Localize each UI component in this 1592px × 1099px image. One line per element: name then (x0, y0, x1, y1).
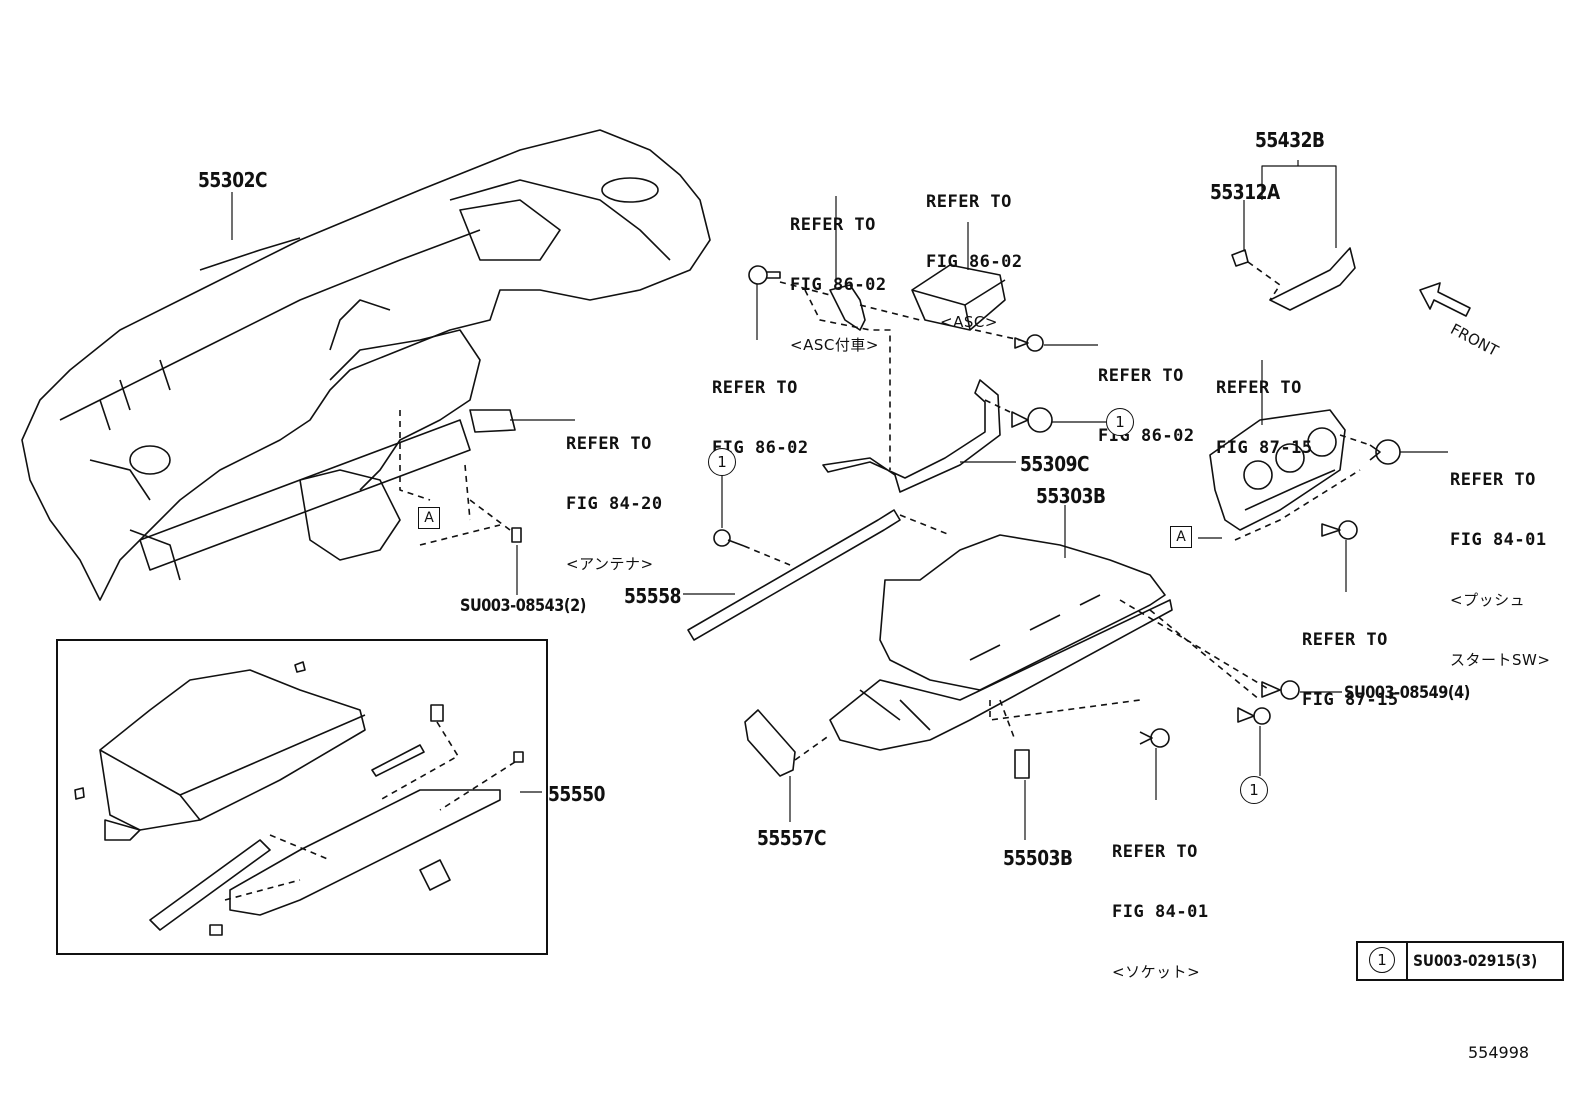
glovebox-inset-drawing (74, 661, 524, 936)
fastener-legend: 1 SU003-02915(3) (1356, 941, 1564, 981)
legend-part-number: SU003-02915(3) (1413, 951, 1538, 970)
callout-marker: 1 (1106, 408, 1134, 436)
part-label-55550: 55550 (548, 782, 606, 806)
ref-bolt-right: REFER TO FIG 86-02 (1098, 366, 1195, 446)
reference-box-a: A (1170, 526, 1192, 548)
ref-push-start: REFER TO FIG 84-01 <プッシュ スタートSW> (1450, 470, 1551, 669)
part-label-su003-08549: SU003-08549(4) (1344, 683, 1470, 703)
part-label-55309c: 55309C (1020, 452, 1090, 476)
front-arrow-icon (1419, 282, 1471, 317)
glovebox-inset-frame (56, 639, 548, 955)
part-label-55312a: 55312A (1210, 180, 1280, 204)
clip-55557c-drawing (744, 709, 831, 777)
lower-panel-55303b-drawing (829, 534, 1271, 779)
ref-asc-bracket: REFER TO FIG 86-02 <ASC付車> (790, 215, 887, 354)
part-label-55302c: 55302C (198, 168, 268, 192)
part-label-55557c: 55557C (757, 826, 827, 850)
callout-marker: 1 (708, 448, 736, 476)
legend-marker: 1 (1369, 947, 1395, 973)
reference-box-a: A (418, 507, 440, 529)
climate-panel-drawing (1209, 409, 1401, 541)
asc-unit-drawing (911, 264, 1044, 352)
ref-asc-unit: REFER TO FIG 86-02 <ASC> (926, 192, 1023, 331)
ref-climate-top: REFER TO FIG 87-15 (1216, 378, 1313, 458)
part-label-55432b: 55432B (1255, 128, 1325, 152)
garnish-55432b-drawing (1231, 247, 1356, 311)
part-label-55303b: 55303B (1036, 484, 1106, 508)
bracket-55309c-drawing (822, 379, 1053, 493)
part-label-su003-08543: SU003-08543(2) (460, 596, 586, 616)
dashboard-panel-drawing (21, 129, 711, 601)
ref-socket: REFER TO FIG 84-01 <ソケット> (1112, 842, 1209, 981)
asc-bracket-drawing (748, 265, 921, 470)
ref-climate-screw: REFER TO FIG 87-15 (1302, 630, 1399, 710)
ref-antenna: REFER TO FIG 84-20 <アンテナ> (566, 434, 663, 573)
part-label-55558: 55558 (624, 584, 682, 608)
bar-55558-drawing (687, 509, 951, 641)
part-label-55503b: 55503B (1003, 846, 1073, 870)
legend-marker-cell: 1 (1358, 943, 1408, 979)
callout-marker: 1 (1240, 776, 1268, 804)
figure-number: 554998 (1468, 1043, 1530, 1062)
